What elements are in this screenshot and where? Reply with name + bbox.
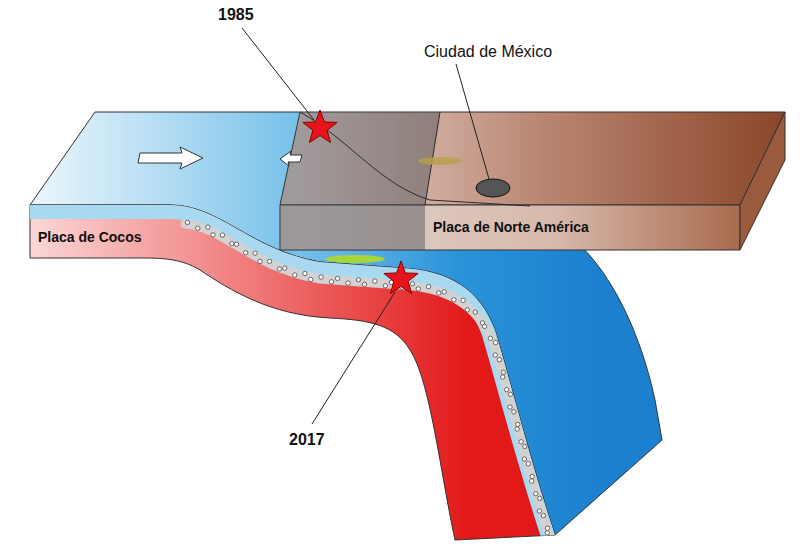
fluid-dot (426, 284, 430, 288)
fluid-dot (508, 405, 512, 409)
fluid-dot (373, 279, 377, 283)
fluid-dot (196, 226, 200, 230)
fluid-dot (512, 410, 516, 414)
fluid-dot (530, 474, 534, 478)
fluid-dot (335, 276, 339, 280)
fluid-dot (383, 284, 387, 288)
fluid-dot (356, 278, 360, 282)
fluid-dot (504, 388, 508, 392)
fluid-dot (461, 298, 465, 302)
plate-label: Placa de Cocos (38, 229, 142, 246)
fluid-dot (508, 392, 512, 396)
fluid-dot (437, 291, 441, 295)
fluid-dot (501, 370, 505, 374)
earthquake-star (303, 110, 337, 143)
fluid-dot (465, 308, 469, 312)
hydrated-layer (185, 224, 552, 545)
fluid-dot (541, 513, 545, 517)
fluid-dot (234, 242, 238, 246)
fluid-dot (283, 266, 287, 270)
city-label: Ciudad de México (424, 42, 552, 61)
fluid-dot (482, 324, 486, 328)
fluid-dot (522, 457, 526, 461)
fluid-dot (442, 290, 446, 294)
fluid-dot (303, 271, 307, 275)
fluid-dot (537, 509, 541, 513)
fluid-dot (258, 259, 262, 263)
fluid-dot (545, 526, 549, 530)
fluid-dots (185, 220, 553, 547)
slab-outline (300, 112, 530, 206)
north-america-side (740, 112, 785, 250)
fluid-dot (319, 275, 323, 279)
plate-overlap (280, 112, 440, 250)
fluid-dot (185, 220, 189, 224)
plate-label: Placa de Norte América (433, 219, 589, 236)
fluid-dot (244, 251, 248, 255)
olive-zone (418, 157, 462, 165)
fluid-dot (267, 259, 271, 263)
green-zone (325, 255, 385, 263)
fluid-dot (515, 427, 519, 431)
fluid-dot (206, 225, 210, 229)
fluid-dot (488, 336, 492, 340)
fluid-dot (253, 251, 257, 255)
fluid-dot (346, 281, 350, 285)
fluid-dot (410, 282, 414, 286)
fluid-dot (493, 340, 497, 344)
year-label: 1985 (218, 5, 254, 24)
fluid-dot (501, 375, 505, 379)
fluid-dot (362, 282, 366, 286)
fluid-dot (230, 241, 234, 245)
plate-motion-arrow (138, 147, 203, 169)
fluid-dot (416, 287, 420, 291)
plate-motion-arrow (280, 151, 302, 166)
fluid-dot (497, 358, 501, 362)
fluid-dot (534, 492, 538, 496)
fluid-dot (549, 543, 553, 547)
fluid-dot (277, 267, 281, 271)
fluid-dot (452, 298, 456, 302)
fluid-dot (473, 310, 477, 314)
fluid-dot (516, 422, 520, 426)
fluid-dot (293, 273, 297, 277)
fluid-dot (220, 233, 224, 237)
oceanic-crust (30, 205, 555, 535)
fluid-dot (538, 496, 542, 500)
leader-line (242, 28, 314, 120)
fluid-dot (519, 440, 523, 444)
leader-line (312, 292, 395, 424)
fluid-dot (526, 462, 530, 466)
cocos-cross-section (30, 205, 555, 540)
crust-layers (30, 205, 555, 548)
fluid-dot (211, 233, 215, 237)
fluid-dot (545, 531, 549, 535)
year-label: 2017 (289, 430, 325, 449)
fluid-dot (329, 280, 333, 284)
fluid-dot (530, 479, 534, 483)
city-marker (476, 179, 510, 197)
fluid-dot (493, 353, 497, 357)
fluid-dot (523, 444, 527, 448)
earthquake-star (384, 261, 418, 294)
leader-line (456, 64, 489, 179)
fluid-dot (309, 277, 313, 281)
